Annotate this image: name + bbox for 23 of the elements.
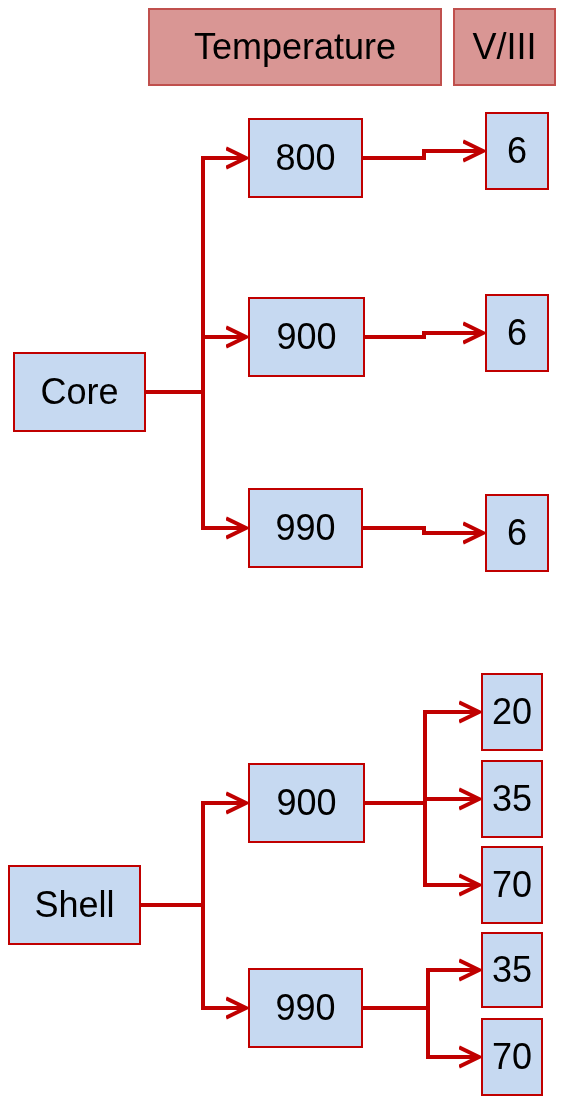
- process-box: 20: [481, 673, 543, 751]
- arrow: [365, 321, 485, 345]
- arrow: [363, 139, 485, 163]
- process-box: 800: [248, 118, 363, 198]
- process-box: 900: [248, 763, 365, 843]
- process-box: 70: [481, 846, 543, 924]
- arrow: [146, 390, 248, 540]
- process-box: 900: [248, 297, 365, 377]
- arrow: [365, 801, 481, 897]
- process-box: 35: [481, 760, 543, 838]
- header-box: Temperature: [148, 8, 442, 86]
- process-box: 6: [485, 112, 549, 190]
- arrow: [363, 1006, 481, 1069]
- process-box: Shell: [8, 865, 141, 945]
- process-box: 70: [481, 1018, 543, 1096]
- process-box: 6: [485, 494, 549, 572]
- process-box: 6: [485, 294, 549, 372]
- process-box: 990: [248, 968, 363, 1048]
- header-box: V/III: [453, 8, 556, 86]
- process-box: 990: [248, 488, 363, 568]
- arrow: [363, 521, 485, 545]
- process-box: Core: [13, 352, 146, 432]
- process-box: 35: [481, 932, 543, 1008]
